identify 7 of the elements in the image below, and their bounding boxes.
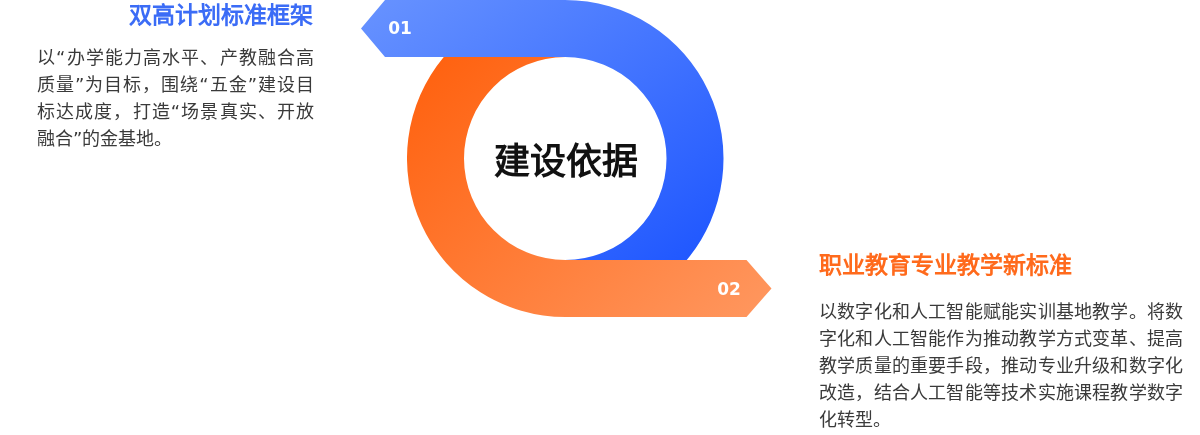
description-text: 以“办学能力高水平、产教融合高质量”为目标，围绕“五金”建设目标达成度，打造“场景真实、开放融合”的金基地。	[37, 45, 314, 151]
section-heading: 双高计划标准框架	[129, 1, 313, 30]
step-number: 01	[388, 19, 412, 37]
hub-title: 建设依据	[494, 144, 638, 180]
step-number: 02	[717, 280, 741, 298]
description-text: 以数字化和人工智能赋能实训基地教学。将数字化和人工智能作为推动教学方式变革、提高教学质量的重要手段，推动专业升级和数字化改造，结合人工智能等技术实施课程教学数字化转型。	[819, 299, 1183, 432]
section-heading: 职业教育专业教学新标准	[819, 251, 1072, 280]
